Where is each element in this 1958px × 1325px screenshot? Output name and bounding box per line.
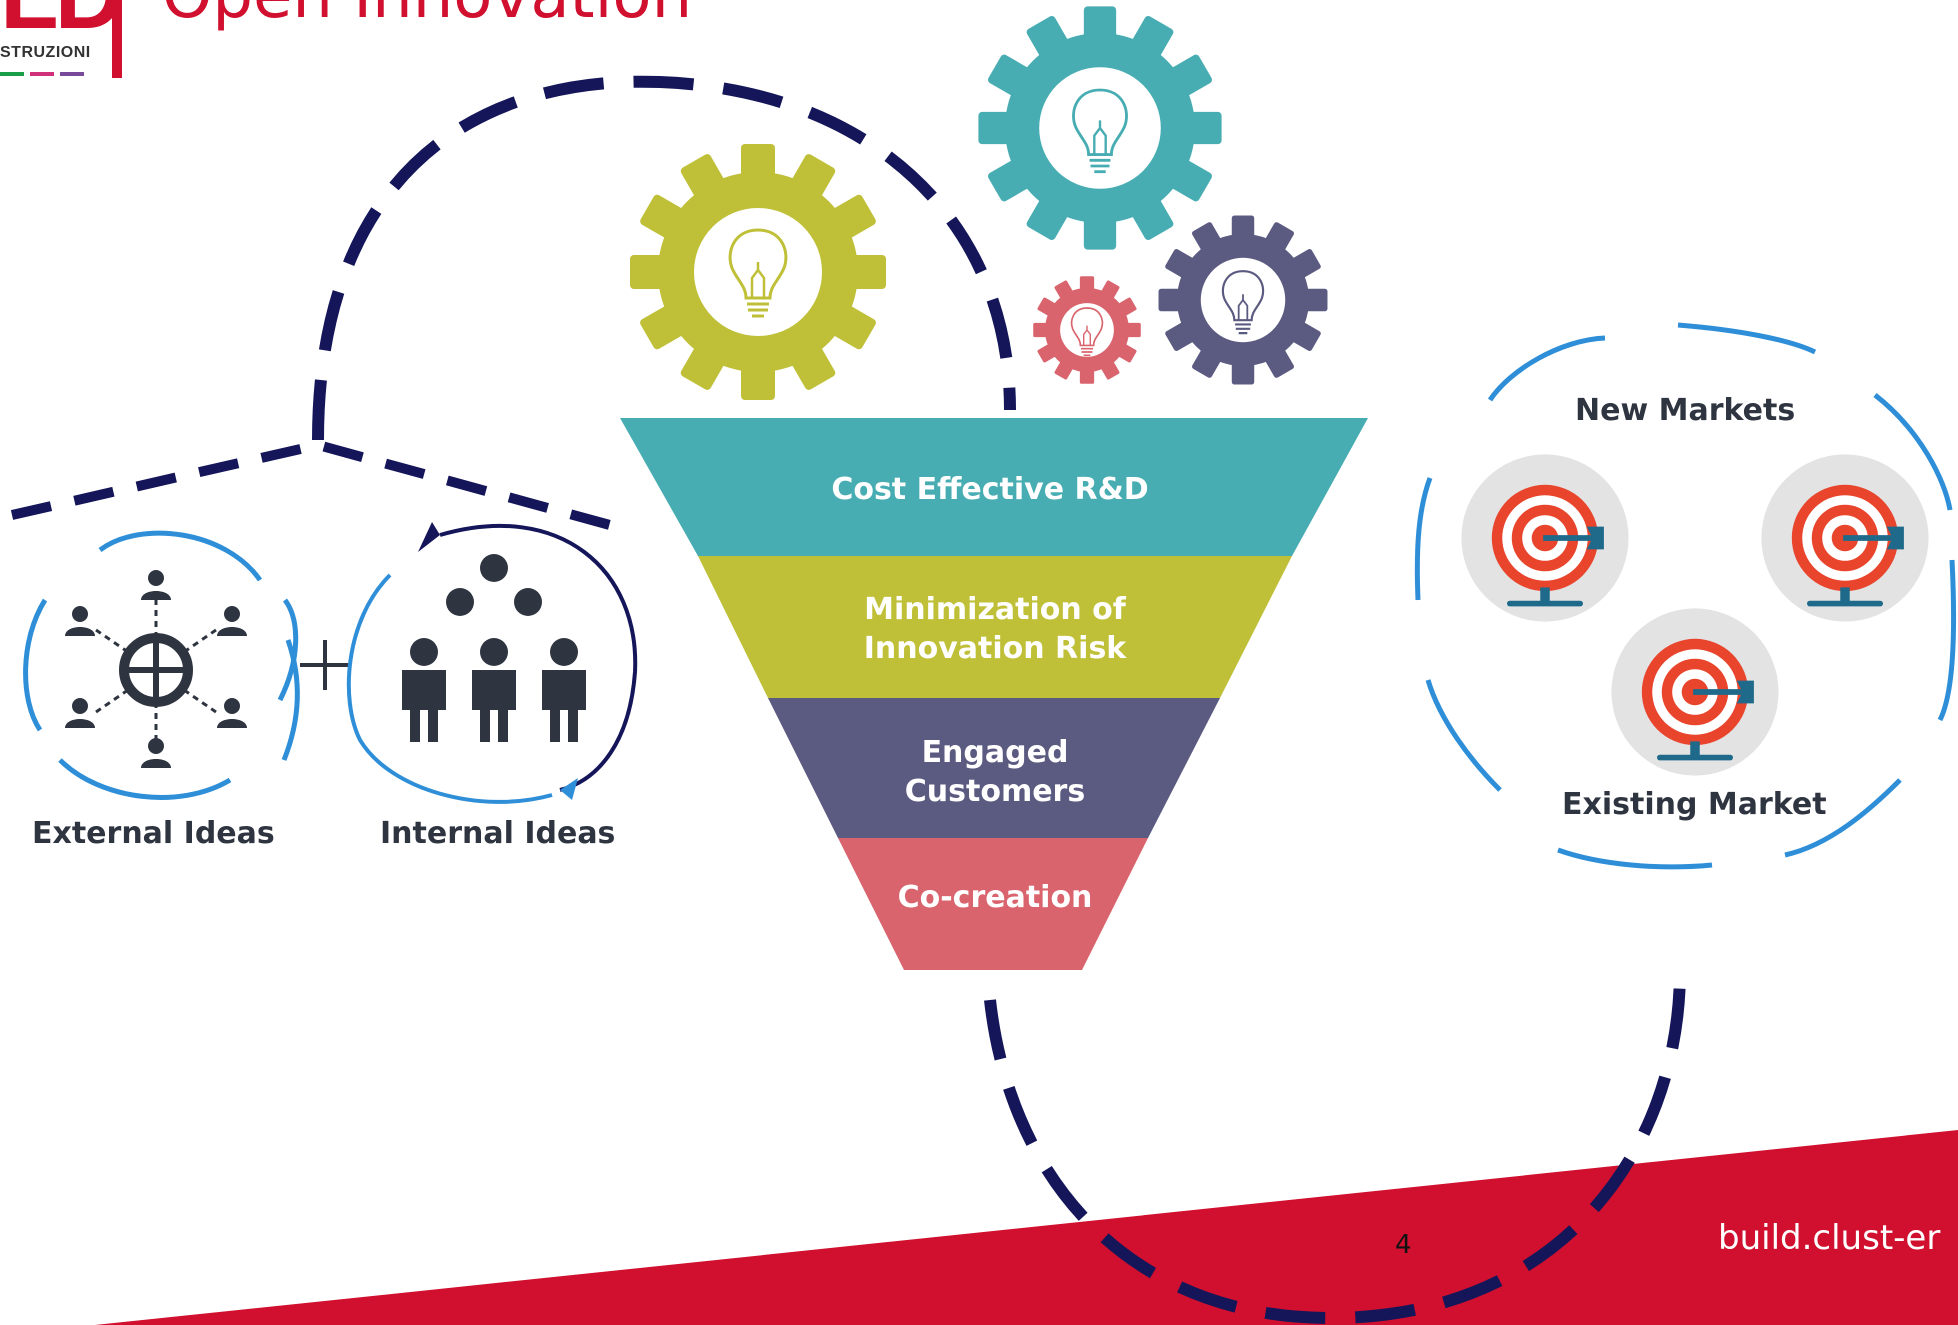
logo-stripe-green	[0, 72, 24, 76]
logo-stripe-magenta	[30, 72, 54, 76]
funnel-label-3: Engaged Customers	[904, 735, 1086, 809]
page-title: Open Innovation	[162, 0, 692, 28]
existing-market-label: Existing Market	[1562, 787, 1827, 822]
internal-ideas-label: Internal Ideas	[380, 816, 616, 851]
funnel-layer-3	[768, 698, 1220, 838]
person-icon	[65, 698, 95, 728]
dashed-arc-bottom	[984, 969, 1686, 1325]
logo: LD	[0, 0, 124, 44]
logo-stripe-purple	[60, 72, 84, 76]
person-icon	[217, 698, 247, 728]
person-icon	[65, 606, 95, 636]
person-icon	[141, 570, 171, 600]
person-icon	[141, 738, 171, 768]
markets-ring	[1414, 322, 1957, 870]
new-markets-label: New Markets	[1575, 393, 1796, 428]
people-group-icon	[402, 554, 586, 742]
internal-ring-arc	[439, 523, 638, 792]
external-ideas-label: External Ideas	[32, 816, 275, 851]
funnel-label-1: Cost Effective R&D	[831, 472, 1149, 507]
funnel-label-2: Minimization of Innovation Risk	[863, 592, 1127, 666]
footer-url[interactable]: build.clust-er	[1718, 1218, 1941, 1258]
external-ring-arc	[23, 530, 299, 800]
title-divider	[112, 0, 122, 78]
dashed-arc-top	[312, 75, 1016, 441]
page-number: 4	[1395, 1230, 1412, 1260]
funnel-layer-2	[698, 556, 1292, 698]
target-icon	[1611, 608, 1778, 775]
person-icon	[217, 606, 247, 636]
funnel-label-4: Co-creation	[897, 880, 1093, 915]
dashed-bracket	[10, 439, 630, 535]
logo-subtext: STRUZIONI	[0, 44, 91, 61]
funnel-layer-1	[620, 418, 1368, 556]
globe-network-icon	[95, 600, 217, 742]
plus-icon	[300, 640, 350, 690]
target-icon	[1761, 454, 1928, 621]
target-icon	[1461, 454, 1628, 621]
funnel-layer-4	[838, 838, 1148, 970]
